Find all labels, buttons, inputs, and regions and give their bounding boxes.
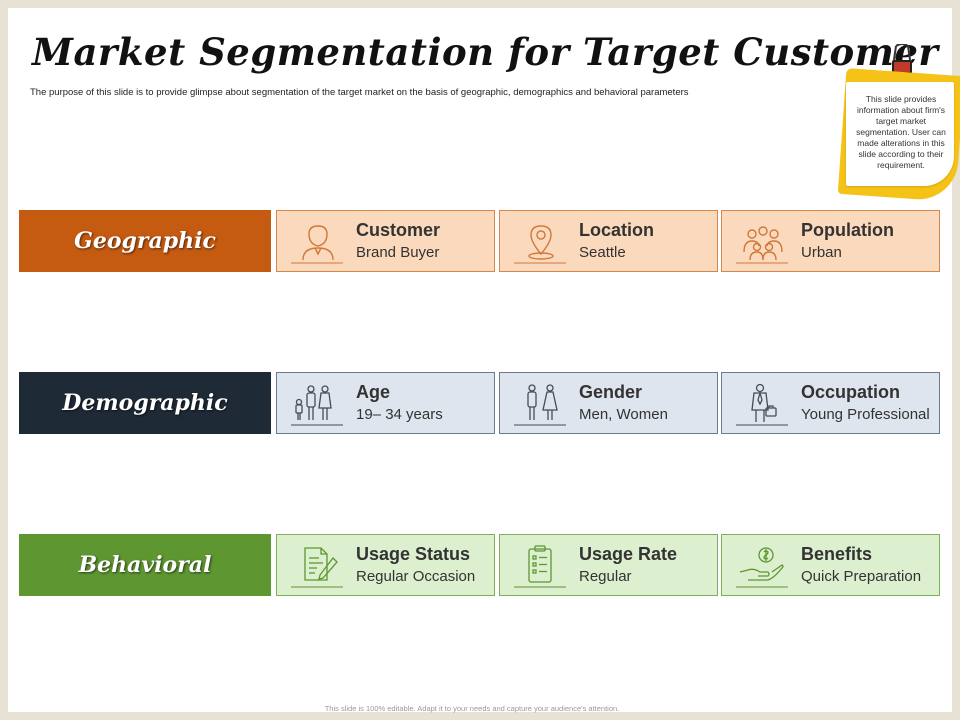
card-title: Location (579, 220, 654, 240)
man-woman-icon (514, 384, 566, 426)
card-gender: Gender Men, Women (499, 372, 718, 434)
card-occupation: Occupation Young Professional (721, 372, 940, 434)
location-pin-icon (514, 225, 566, 264)
card-value: Quick Preparation (801, 568, 922, 585)
customer-icon (291, 225, 343, 264)
card-location: Location Seattle (499, 210, 718, 272)
segment-label-text: Demographic (62, 390, 228, 416)
card-usage-rate: Usage Rate Regular (499, 534, 718, 596)
card-value: Men, Women (579, 406, 668, 423)
segment-label-geographic: Geographic (19, 210, 271, 272)
checklist-icon (514, 545, 566, 588)
segment-row-behavioral: Behavioral Usage Status Regular Occasion (19, 534, 941, 596)
card-value: Young Professional (801, 406, 930, 423)
segment-row-geographic: Geographic Customer Brand Buyer (19, 210, 941, 272)
card-customer: Customer Brand Buyer (276, 210, 495, 272)
slide: Market Segmentation for Target Customer … (8, 8, 960, 712)
card-value: Regular Occasion (356, 568, 476, 585)
segment-label-text: Geographic (74, 228, 216, 254)
page-title: Market Segmentation for Target Customer (32, 30, 939, 74)
segment-label-demographic: Demographic (19, 372, 271, 434)
card-title: Usage Rate (579, 544, 678, 564)
family-icon (291, 385, 343, 426)
card-title: Benefits (801, 544, 873, 564)
segment-row-demographic: Demographic Age 19– 34 years (19, 372, 941, 434)
businessman-icon (736, 383, 788, 426)
card-age: Age 19– 34 years (276, 372, 495, 434)
footer-note: This slide is 100% editable. Adapt it to… (324, 704, 620, 713)
card-title: Customer (356, 220, 441, 240)
card-title: Gender (579, 382, 643, 402)
population-group-icon (736, 226, 788, 264)
document-pen-icon (291, 547, 343, 588)
card-benefits: Benefits Quick Preparation (721, 534, 940, 596)
card-value: 19– 34 years (356, 406, 443, 423)
card-title: Usage Status (356, 544, 471, 564)
sticky-note-paper (846, 82, 954, 186)
sticky-note: This slide provides information about fi… (836, 64, 960, 204)
segment-label-text: Behavioral (78, 552, 212, 578)
card-title: Occupation (801, 382, 901, 402)
segment-label-behavioral: Behavioral (19, 534, 271, 596)
hand-coin-icon (736, 547, 788, 588)
page-subtitle: The purpose of this slide is to provide … (30, 87, 689, 98)
card-population: Population Urban (721, 210, 940, 272)
card-usage-status: Usage Status Regular Occasion (276, 534, 495, 596)
card-value: Regular (579, 568, 632, 585)
card-value: Urban (801, 244, 842, 261)
card-title: Age (356, 382, 391, 402)
sticky-note-text: This slide provides information about fi… (856, 94, 946, 170)
card-value: Brand Buyer (356, 244, 440, 261)
card-value: Seattle (579, 244, 626, 261)
card-title: Population (801, 220, 894, 240)
